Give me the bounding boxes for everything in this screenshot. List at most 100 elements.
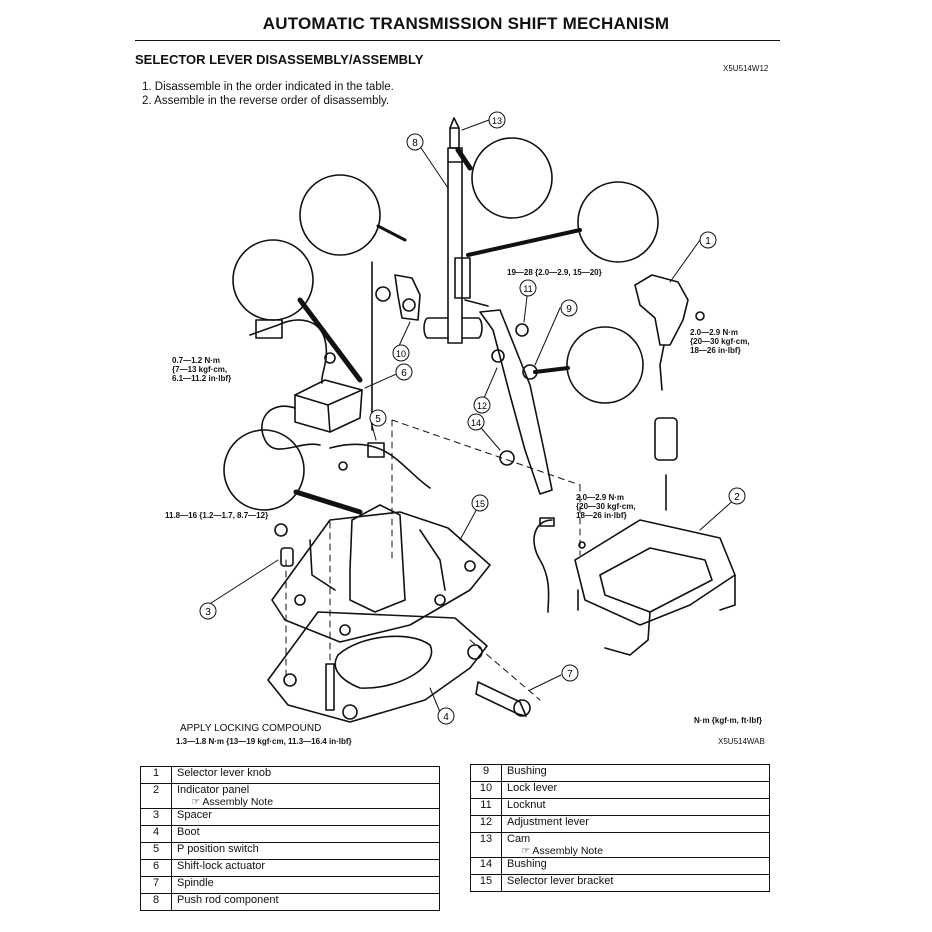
svg-text:11: 11 [523, 284, 532, 294]
spindle-shape [475, 681, 527, 717]
part-number: 7 [140, 876, 172, 894]
torque-label-bracket: 11.8—16 {1.2—1.7, 8.7—12} [165, 511, 269, 520]
callout-3: 3 [198, 601, 218, 624]
callout-15: 15 [470, 493, 490, 516]
part-number: 12 [470, 815, 502, 833]
part-name-cell: Cam☞Assembly Note [501, 832, 770, 858]
part-name: Bushing [501, 857, 770, 875]
torque-label-lock-lever: 19—28 {2.0—2.9, 15—20} [507, 268, 602, 277]
torque-label-actuator: 0.7—1.2 N·m {7—13 kgf·cm, 6.1—11.2 in·lb… [172, 356, 232, 383]
callout-13: 13 [487, 110, 507, 133]
callout-7: 7 [560, 663, 580, 686]
svg-text:5: 5 [375, 414, 381, 425]
part-name: Spindle [171, 876, 440, 894]
torque-label-base: 1.3—1.8 N·m {13—19 kgf·cm, 11.3—16.4 in·… [176, 737, 352, 746]
part-number: 9 [470, 764, 502, 782]
part-number: 13 [470, 832, 502, 858]
arrow-icon: ☞ [191, 796, 201, 808]
part-name: Shift-lock actuator [171, 859, 440, 877]
callout-8: 8 [405, 132, 425, 155]
part-name-cell: Indicator panel☞Assembly Note [171, 783, 440, 809]
part-name: Push rod component [171, 893, 440, 911]
arrow-icon: ☞ [521, 845, 531, 857]
svg-text:14: 14 [471, 418, 481, 428]
part-name: Bushing [501, 764, 770, 782]
detail-circle-bushing-top [577, 181, 659, 263]
figure-code-top: X5U514W12 [723, 64, 769, 73]
part-number: 15 [470, 874, 502, 892]
part-number: 10 [470, 781, 502, 799]
svg-text:13: 13 [492, 116, 502, 126]
torque-label-knob: 2.0—2.9 N·m {20—30 kgf·cm, 18—26 in·lbf} [690, 328, 750, 355]
part-number: 11 [470, 798, 502, 816]
compound-label: APPLY LOCKING COMPOUND [180, 723, 322, 734]
part-number: 4 [140, 825, 172, 843]
svg-text:4: 4 [443, 712, 449, 723]
detail-circle-cam [471, 137, 553, 219]
detail-circle-bushing [566, 326, 644, 404]
instruction-list: 1. Disassemble in the order indicated in… [142, 80, 394, 108]
indicator-panel-shape [574, 519, 736, 626]
assembly-note-link[interactable]: ☞Assembly Note [507, 845, 764, 857]
callout-5: 5 [368, 408, 388, 431]
title-rule [135, 40, 780, 41]
figure-code-bottom: X5U514WAB [718, 737, 765, 746]
part-number: 5 [140, 842, 172, 860]
exploded-diagram [207, 117, 737, 723]
callout-4: 4 [436, 706, 456, 729]
svg-text:8: 8 [412, 138, 418, 149]
part-name: P position switch [171, 842, 440, 860]
callout-10: 10 [391, 343, 411, 366]
part-number: 2 [140, 783, 172, 809]
bracket-plate [271, 511, 491, 643]
callout-14: 14 [466, 412, 486, 435]
svg-text:3: 3 [205, 607, 211, 618]
boot-shape [267, 611, 488, 723]
part-name: Selector lever knob [171, 766, 440, 784]
callout-2: 2 [727, 486, 747, 509]
selector-rod [447, 147, 463, 344]
part-name: Spacer [171, 808, 440, 826]
svg-text:6: 6 [401, 368, 407, 379]
svg-text:2: 2 [734, 492, 740, 503]
instruction-step-2: 2. Assemble in the reverse order of disa… [142, 95, 390, 107]
callout-1: 1 [698, 230, 718, 253]
adjustment-lever-shape [479, 309, 553, 495]
callout-11: 11 [518, 278, 538, 301]
part-name: Locknut [501, 798, 770, 816]
page-title: AUTOMATIC TRANSMISSION SHIFT MECHANISM [262, 14, 670, 33]
svg-text:10: 10 [396, 349, 406, 359]
lock-lever-shape [394, 274, 421, 321]
part-name: Lock lever [501, 781, 770, 799]
assembly-note-link[interactable]: ☞Assembly Note [177, 796, 434, 808]
callout-12: 12 [472, 395, 492, 418]
part-name: Indicator panel [177, 784, 250, 796]
svg-text:7: 7 [567, 669, 573, 680]
part-name: Boot [171, 825, 440, 843]
detail-circle-actuator [232, 239, 314, 321]
assembly-note-label: Assembly Note [202, 796, 274, 808]
knob-shape [634, 274, 689, 346]
torque-label-panel: 2.0—2.9 N·m {20—30 kgf·cm, 18—26 in·lbf} [576, 493, 636, 520]
callout-6: 6 [394, 362, 414, 385]
assembly-note-label: Assembly Note [532, 845, 604, 857]
part-number: 6 [140, 859, 172, 877]
actuator-shape [294, 379, 363, 433]
detail-circle-lock-lever [299, 174, 381, 256]
part-name: Adjustment lever [501, 815, 770, 833]
callout-9: 9 [559, 298, 579, 321]
